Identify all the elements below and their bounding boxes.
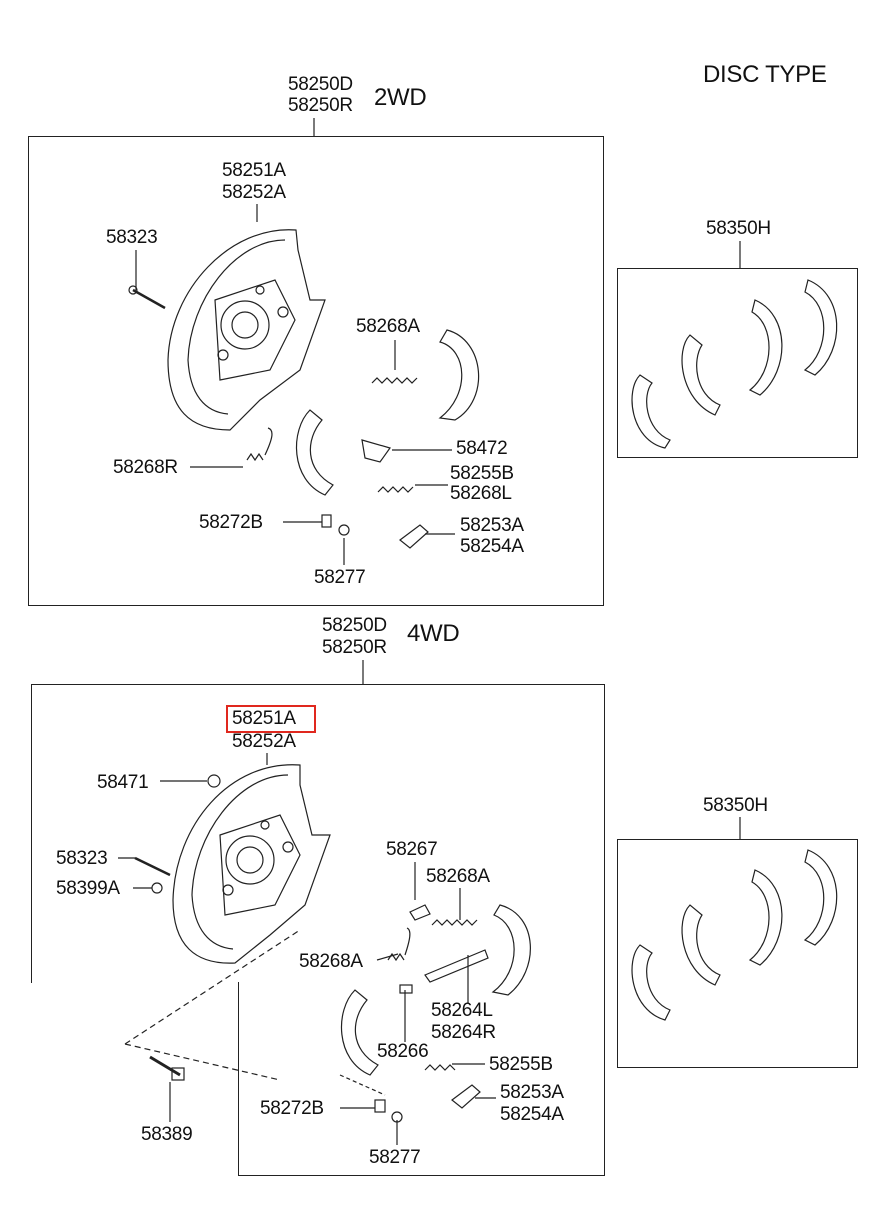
highlight-box [226,705,316,733]
spring-bl-label-2wd-2: 58268L [450,483,512,504]
plate-4wd [409,904,431,921]
plug-label-4wd: 58471 [97,772,149,793]
cap-4wd [151,882,163,894]
drive-label-4wd: 4WD [407,620,460,647]
adjuster-4wd [451,1084,481,1109]
shoe-2wd-right [438,329,480,421]
assembly-label-2wd-2: 58250R [288,95,353,116]
spring-bl-2wd [377,486,414,493]
strut-label-4wd-1: 58264L [431,1000,493,1021]
spring-a-label-2wd: 58268A [356,316,420,337]
spring-b-label-4wd: 58255B [489,1054,553,1075]
nut-2wd [338,524,350,536]
shoe-kit-label-2wd: 58350H [706,218,771,239]
shoe-2wd-left [295,409,334,496]
plate-label-4wd: 58267 [386,839,438,860]
nut-label-2wd: 58277 [314,567,366,588]
disc-type-label: DISC TYPE [703,61,827,88]
shoe-4wd-right [491,904,531,996]
lever-label-2wd: 58472 [456,438,508,459]
pin-4wd [374,1099,386,1113]
adjuster-2wd [399,524,429,549]
bolt-label-2wd: 58323 [106,227,158,248]
pin-spring-label-4wd: 58266 [377,1041,429,1062]
spring-a-lower-4wd [387,927,411,962]
shoe-kit-2wd-art [631,279,838,449]
bolt-2wd [128,285,166,310]
shoe-kit-label-4wd: 58350H [703,795,768,816]
nut-label-4wd: 58277 [369,1147,421,1168]
backing-plate-label-4wd-2: 58252A [232,731,296,752]
box-shoe-kit-4wd [617,839,858,1068]
spring-b-4wd [424,1064,456,1071]
spring-a-upper-label-4wd: 58268A [426,866,490,887]
spring-a-upper-4wd [431,919,478,926]
cap-label-4wd: 58399A [56,878,120,899]
assembly-label-2wd-1: 58250D [288,74,353,95]
backing-plate-label-4wd-1[interactable]: 58251A [232,708,296,729]
box-4wd-lower [238,982,605,1176]
pin-spring-4wd [399,984,413,994]
nut-4wd [391,1111,403,1123]
box-4wd-upper [31,684,605,983]
adjuster-label-2wd-1: 58253A [460,515,524,536]
bolt-label-4wd: 58323 [56,848,108,869]
backing-plate-2wd [167,229,326,431]
backing-plate-label-2wd-2: 58252A [222,182,286,203]
hub-bolt-4wd [149,1055,185,1081]
pin-label-2wd: 58272B [199,512,263,533]
spring-r-2wd [246,427,273,462]
shoe-kit-4wd-art [631,849,838,1021]
hub-bolt-label-4wd: 58389 [141,1124,193,1145]
assembly-label-4wd-1: 58250D [322,615,387,636]
lever-2wd [361,439,391,463]
leader-lines-2wd [135,118,741,839]
assembly-label-4wd-2: 58250R [322,637,387,658]
box-2wd [28,136,604,606]
spring-bl-label-2wd-1: 58255B [450,463,514,484]
bolt-4wd [134,856,171,877]
box-shoe-kit-2wd [617,268,858,458]
pin-2wd [321,514,332,528]
adjuster-label-4wd-1: 58253A [500,1082,564,1103]
backing-plate-label-2wd-1: 58251A [222,160,286,181]
spring-a-lower-label-4wd: 58268A [299,951,363,972]
strut-label-4wd-2: 58264R [431,1022,496,1043]
strut-4wd [424,949,489,983]
plug-4wd [207,774,221,788]
adjuster-label-4wd-2: 58254A [500,1104,564,1125]
pin-label-4wd: 58272B [260,1098,324,1119]
adjuster-label-2wd-2: 58254A [460,536,524,557]
spring-a-2wd [371,377,418,384]
leader-lines-4wd [118,660,496,1145]
spring-r-label-2wd: 58268R [113,457,178,478]
backing-plate-4wd [172,764,331,964]
drive-label-2wd: 2WD [374,84,427,111]
shoe-4wd-left [340,989,379,1076]
